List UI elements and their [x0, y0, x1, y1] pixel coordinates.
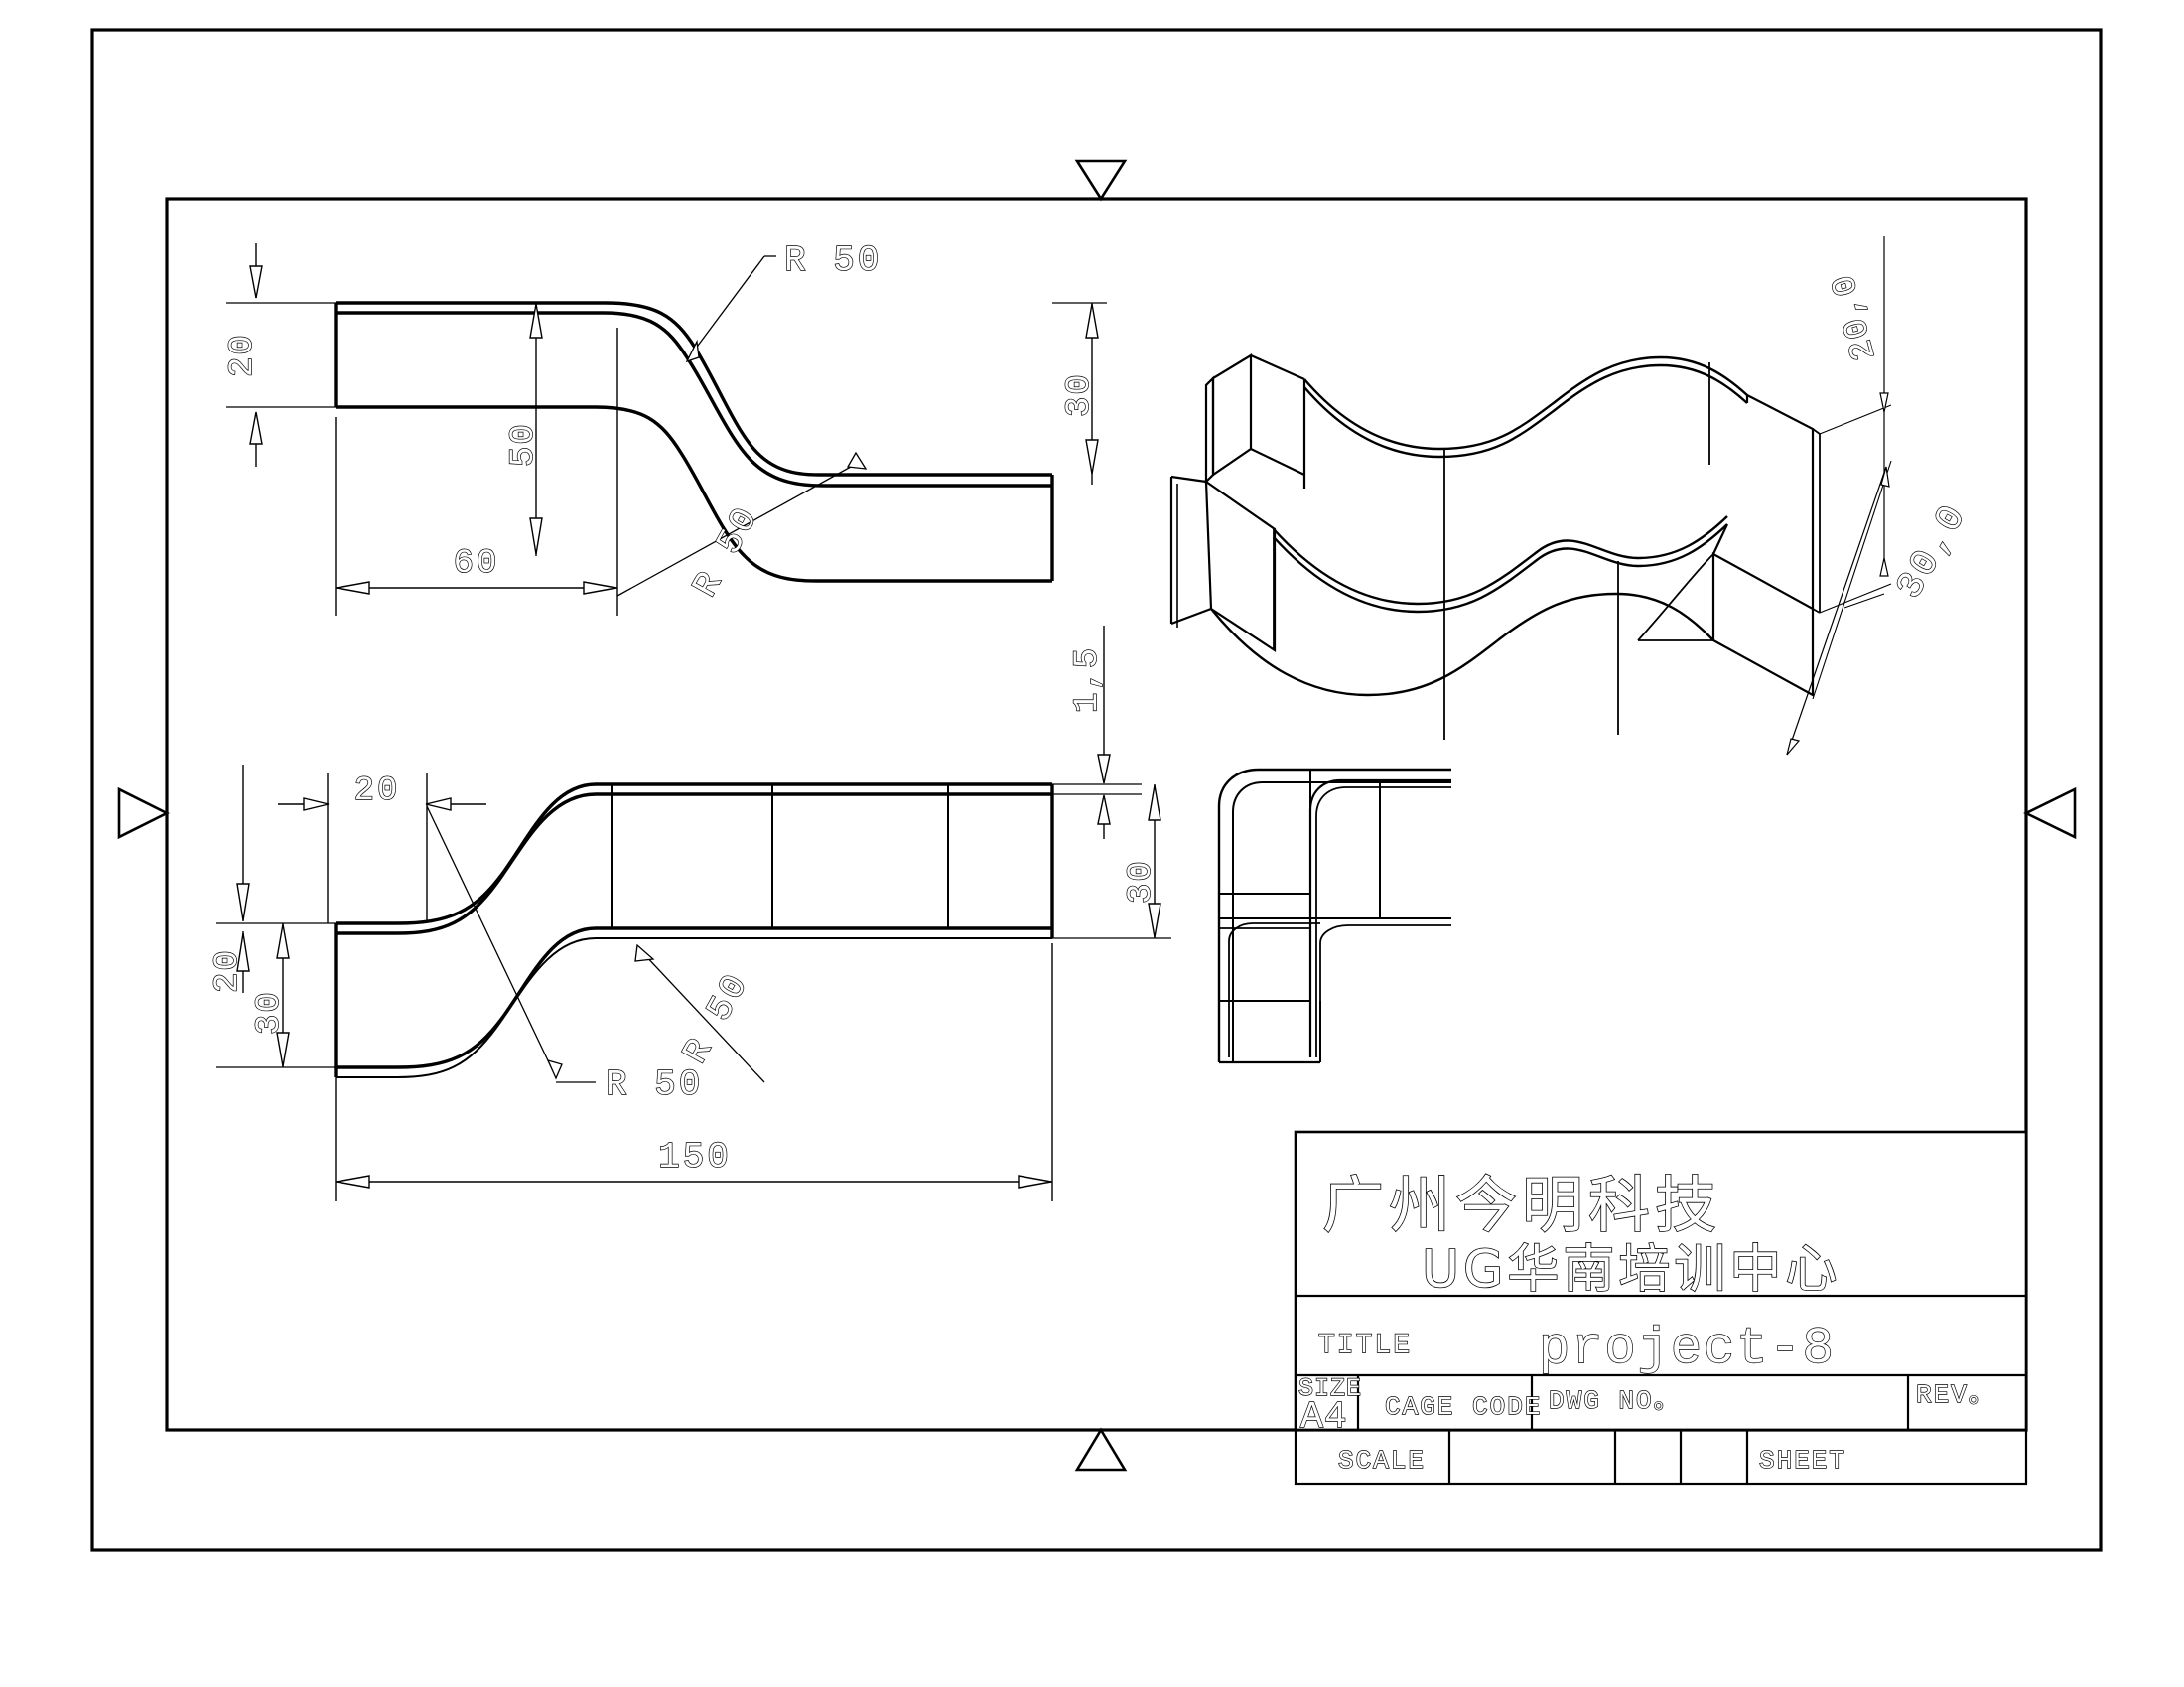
dim-top-20-label: 20 — [224, 333, 262, 377]
dim-front-30-left: 30 — [250, 923, 290, 1067]
dim-top-20: 20 — [223, 243, 336, 467]
side-view-outer-offset — [1232, 781, 1451, 1062]
side-view-lower-inner — [1319, 924, 1451, 1001]
dim-front-30-left-label: 30 — [251, 990, 289, 1035]
title-block-bottom-row — [1294, 1428, 2028, 1486]
dim-top-r50-upper: R 50 — [685, 239, 882, 363]
dim-front-150: 150 — [335, 943, 1053, 1201]
centering-mark-right — [2023, 786, 2077, 840]
top-view: 20 50 60 30 — [223, 239, 1107, 616]
top-view-outer-contour-offset — [336, 311, 1052, 488]
dim-top-30: 30 — [1052, 302, 1107, 485]
top-view-outer-contour — [336, 301, 1052, 477]
front-view-top-contour-offset — [336, 792, 1052, 935]
right-side-view — [1217, 768, 1451, 1064]
title-block: 广州今明科技 UG华南培训中心 TITLE project-8 SIZE A4 … — [1294, 1130, 2028, 1486]
dim-front-30-right: 30 — [1052, 784, 1171, 939]
rev-label: REV。 — [1916, 1380, 1996, 1410]
top-view-inner-contour — [336, 405, 1052, 583]
dim-front-1-5-label: 1,5 — [1069, 646, 1107, 713]
dim-front-20-vertical: 20 — [208, 765, 336, 1068]
side-view-outer — [1217, 768, 1451, 1062]
dim-top-60: 60 — [335, 328, 618, 616]
title-label: TITLE — [1318, 1331, 1412, 1361]
size-value: A4 — [1300, 1396, 1348, 1439]
dim-front-20v-label: 20 — [209, 948, 247, 993]
side-view-lower-fillet — [1228, 922, 1320, 1057]
iso-right-edge-link1 — [1812, 428, 1821, 435]
iso-right-top-link — [1712, 523, 1728, 555]
iso-front-left-flange — [1204, 479, 1277, 653]
dim-front-20-horizontal: 20 — [278, 772, 486, 923]
title-block-frame — [1294, 1130, 2028, 1432]
iso-front-top-curve — [1273, 515, 1728, 606]
dim-front-1-5: 1,5 — [1042, 626, 1142, 839]
dim-front-150-label: 150 — [658, 1137, 732, 1178]
iso-right-edge-link2 — [1812, 608, 1821, 614]
front-view-bottom-contour-offset — [336, 937, 1052, 1078]
iso-right-inner-curve — [1637, 553, 1714, 641]
iso-front-bottom-curve — [1210, 592, 1714, 697]
side-view-inner-upper-offset — [1315, 786, 1451, 1057]
iso-back-top-curve — [1303, 355, 1748, 451]
dim-front-r50-a-label: R 50 — [606, 1064, 703, 1105]
iso-back-top-curve-offset — [1303, 363, 1748, 459]
company-name-line1: 广州今明科技 — [1322, 1169, 1721, 1241]
company-name-line2: UG华南培训中心 — [1422, 1240, 1841, 1300]
scale-label: SCALE — [1338, 1446, 1426, 1476]
sheet-label: SHEET — [1759, 1446, 1846, 1476]
iso-flange-top-link — [1170, 475, 1207, 484]
iso-left-flange-edge — [1204, 375, 1215, 485]
iso-back-flange-link2 — [1250, 448, 1305, 476]
dim-top-50: 50 — [504, 303, 544, 556]
dim-top-30-label: 30 — [1061, 372, 1099, 417]
centering-mark-top — [1074, 159, 1128, 202]
centering-mark-left — [117, 786, 170, 840]
iso-back-flange-link — [1250, 353, 1305, 381]
cage-code-label: CAGE CODE — [1385, 1392, 1542, 1422]
dim-top-50-label: 50 — [505, 422, 543, 467]
dim-top-r50-upper-label: R 50 — [784, 240, 882, 281]
sheet-border-outer — [90, 28, 2103, 1552]
dim-top-60-label: 60 — [454, 545, 500, 583]
dim-front-30-right-label: 30 — [1123, 859, 1160, 904]
dim-front-r50-a: R 50 — [426, 805, 703, 1106]
dim-front-20h-label: 20 — [354, 773, 401, 810]
centering-mark-bottom — [1074, 1427, 1128, 1472]
size-label: SIZE — [1298, 1374, 1362, 1403]
iso-front-top-curve-offset — [1273, 523, 1728, 614]
title-value: project-8 — [1539, 1320, 1836, 1378]
dwg-no-label: DWG NO。 — [1549, 1386, 1682, 1416]
